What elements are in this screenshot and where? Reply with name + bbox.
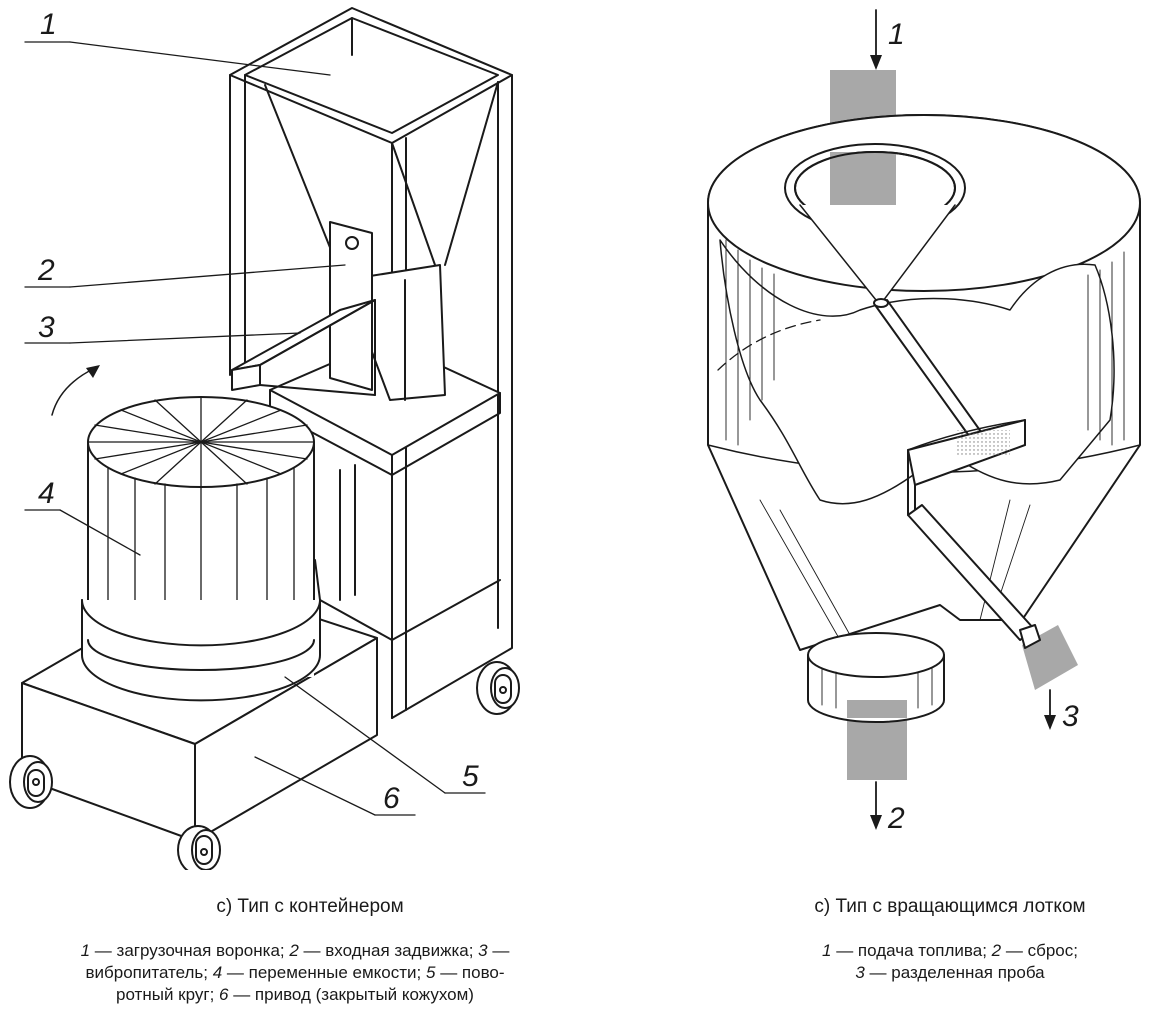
left-callout-5: 5: [462, 760, 479, 793]
left-legend-text: — переменные емкости;: [222, 963, 426, 983]
left-legend-number: 1: [80, 941, 91, 960]
left-legend-text: — входная задвижка;: [298, 941, 479, 960]
left-legend: 1 — загрузочная воронка; 2 — входная зад…: [4, 940, 586, 1006]
right-legend-line: 3 — разделенная проба: [760, 962, 1140, 984]
right-callout-1: 1: [888, 18, 905, 51]
left-callout-3: 3: [38, 311, 55, 344]
left-legend-text: — загрузочная воронка;: [90, 941, 290, 960]
left-callout-6: 6: [383, 782, 400, 815]
left-legend-number: 6: [219, 985, 229, 1005]
reject-stream: [847, 718, 907, 780]
wheel-front-left: [9, 755, 53, 809]
sample-cup: [907, 419, 1026, 521]
right-legend-text: — подача топлива;: [831, 941, 992, 960]
rotation-arrow: [51, 367, 96, 416]
left-callout-1: 1: [40, 8, 57, 41]
left-legend-number: 2: [289, 941, 299, 960]
left-legend-line: ротный круг; 6 — привод (закрытый кожухо…: [4, 984, 586, 1006]
right-legend: 1 — подача топлива; 2 — сброс;3 — раздел…: [760, 940, 1140, 984]
right-legend-text: — разделенная проба: [864, 963, 1045, 983]
reject-outlet: [807, 632, 945, 723]
sample-chute: [907, 504, 1041, 649]
wheel-front-right: [177, 825, 221, 870]
container-type-divider: [9, 7, 520, 870]
right-legend-number: 3: [855, 963, 865, 983]
right-legend-text: — сброс;: [1001, 941, 1078, 960]
left-callout-2: 2: [37, 254, 55, 287]
rotating-chute-divider: [707, 9, 1141, 830]
reject-arrowhead: [870, 815, 882, 830]
feed-arrowhead: [870, 55, 882, 70]
left-legend-text: ротный круг;: [116, 985, 220, 1005]
left-legend-number: 4: [212, 963, 223, 983]
left-legend-text: — пово-: [435, 963, 505, 983]
right-legend-number: 1: [822, 941, 832, 960]
leader-lines: [24, 41, 486, 816]
wheel-rear-right: [476, 661, 520, 715]
right-legend-number: 2: [991, 941, 1002, 960]
sample-arrowhead: [1044, 715, 1056, 730]
hidden-edge: [717, 319, 821, 371]
right-callout-3: 3: [1062, 700, 1079, 733]
body-hatching: [725, 239, 1125, 641]
left-legend-number: 3: [478, 941, 488, 960]
rotating-tube: [873, 298, 985, 441]
frame-tower: [229, 7, 513, 719]
vibratory-feeder: [231, 299, 376, 396]
left-legend-number: 5: [426, 963, 436, 983]
left-legend-line: 1 — загрузочная воронка; 2 — входная зад…: [4, 940, 586, 962]
left-caption: с) Тип с контейнером: [216, 896, 404, 917]
left-callout-4: 4: [38, 477, 55, 510]
left-legend-text: вибропитатель;: [85, 963, 213, 983]
right-legend-line: 1 — подача топлива; 2 — сброс;: [760, 940, 1140, 962]
left-legend-line: вибропитатель; 4 — переменные емкости; 5…: [4, 962, 586, 984]
right-caption: с) Тип с вращающимся лотком: [814, 896, 1086, 917]
technical-drawing: 1 2 3 4 5 6: [9, 7, 1141, 870]
left-legend-text: —: [487, 941, 510, 960]
left-legend-text: — привод (закрытый кожухом): [228, 985, 474, 1005]
right-callout-2: 2: [887, 802, 905, 835]
turntable: [81, 599, 321, 702]
rotation-arrowhead: [86, 365, 100, 378]
